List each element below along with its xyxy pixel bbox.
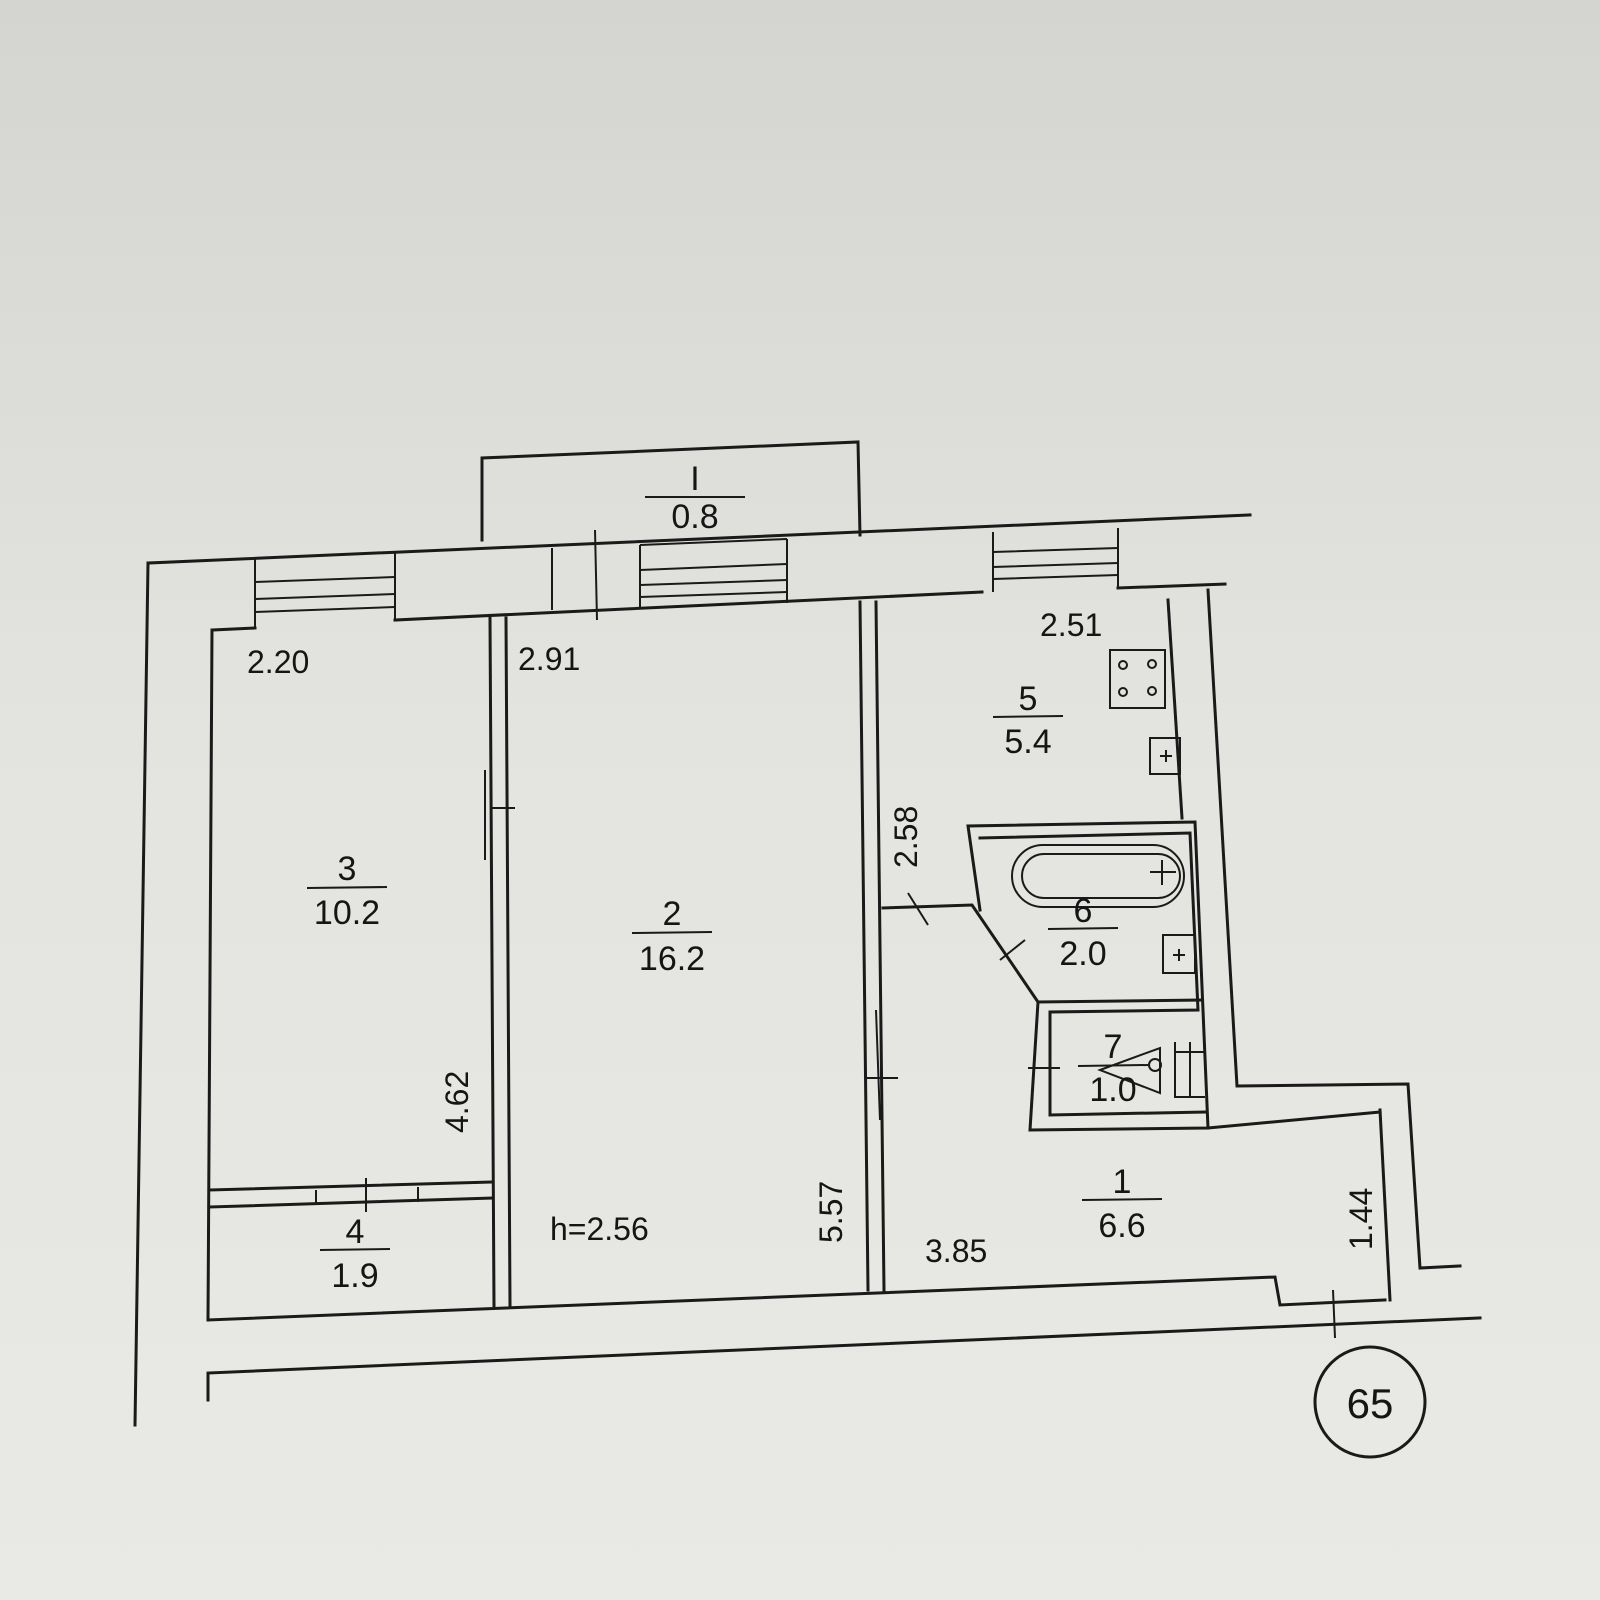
room-label-4: 4 1.9 xyxy=(319,1213,391,1295)
door-room4 xyxy=(315,1178,419,1212)
room-label-7: 7 1.0 xyxy=(1077,1028,1149,1109)
exterior-wall-bottom-outer xyxy=(206,1316,1482,1402)
room1-right-wall xyxy=(1378,1108,1392,1302)
room-area: 6.6 xyxy=(1098,1207,1145,1245)
room-area: 1.9 xyxy=(331,1257,378,1295)
ceiling-height-label: h=2.56 xyxy=(550,1211,649,1247)
room-area: 2.0 xyxy=(1059,935,1106,973)
room-label-2: 2 16.2 xyxy=(631,895,713,978)
sink-kitchen-icon xyxy=(1149,737,1181,775)
dimension-room5-depth: 2.58 xyxy=(888,806,924,868)
room-number: I xyxy=(690,460,699,498)
room-label-1: 1 6.6 xyxy=(1081,1163,1163,1245)
room-area: 1.0 xyxy=(1089,1071,1136,1109)
room-number: 6 xyxy=(1074,892,1093,930)
room-area: 16.2 xyxy=(639,940,705,978)
entrance-door xyxy=(1332,1289,1336,1339)
dimension-room2-width: 2.91 xyxy=(518,641,580,677)
partition-room3-room4 xyxy=(208,1180,494,1209)
dimension-room1-depth: 1.44 xyxy=(1343,1188,1379,1250)
room-label-6: 6 2.0 xyxy=(1047,892,1119,973)
exterior-wall-left-inner xyxy=(206,628,214,1322)
bath-wc-divider xyxy=(1036,998,1204,1004)
sink-bathroom-icon xyxy=(1162,934,1196,974)
room-number: 2 xyxy=(663,895,682,933)
exterior-wall-outer-top xyxy=(146,513,1252,565)
dimension-room2-depth: 5.57 xyxy=(813,1181,849,1243)
apartment-number: 65 xyxy=(1347,1380,1394,1427)
room-number: 5 xyxy=(1019,680,1038,718)
kitchen-right-wall xyxy=(1166,598,1184,820)
bathroom-inner xyxy=(978,831,1207,1117)
room-number: 3 xyxy=(338,850,357,888)
toilet-icon xyxy=(1097,1042,1205,1098)
stove-icon xyxy=(1109,649,1166,709)
balcony-outline xyxy=(480,440,862,542)
room-label-3: 3 10.2 xyxy=(306,850,388,932)
bathroom-outline xyxy=(881,820,1210,1132)
door-room2 xyxy=(865,1009,898,1121)
dimension-room3-width: 2.20 xyxy=(247,644,309,680)
room-area: 5.4 xyxy=(1004,723,1051,761)
room-area: 10.2 xyxy=(314,894,380,932)
dimension-room5-width: 2.51 xyxy=(1040,607,1102,643)
stair-wall xyxy=(1206,588,1462,1270)
partition-room3-room2-b xyxy=(504,616,512,1307)
bathtub-icon xyxy=(1011,844,1185,908)
dimension-room1-width: 3.85 xyxy=(925,1233,987,1269)
partition-room2-hall xyxy=(858,600,870,1292)
exterior-wall-bottom-inner xyxy=(206,1275,1387,1322)
door-room3 xyxy=(484,770,515,860)
room1-top-right xyxy=(1206,1110,1382,1130)
partition-room3-room2 xyxy=(488,616,496,1308)
room-number: 1 xyxy=(1113,1163,1132,1201)
exterior-wall-inner-top xyxy=(210,582,1227,632)
window-room5 xyxy=(992,528,1119,592)
dimension-room3-depth: 4.62 xyxy=(439,1071,475,1133)
door-bathroom xyxy=(907,892,1026,961)
apartment-number-circle xyxy=(1313,1345,1427,1459)
room-number: 4 xyxy=(346,1213,365,1251)
room-area: 0.8 xyxy=(671,498,718,536)
window-room2 xyxy=(639,538,788,603)
room-label-balcony: I 0.8 xyxy=(645,460,745,536)
room-label-5: 5 5.4 xyxy=(992,680,1064,761)
partition-room2-hall-b xyxy=(874,600,886,1292)
exterior-wall-left-outer xyxy=(133,561,150,1427)
window-room3 xyxy=(254,552,396,628)
room-number: 7 xyxy=(1104,1028,1123,1066)
